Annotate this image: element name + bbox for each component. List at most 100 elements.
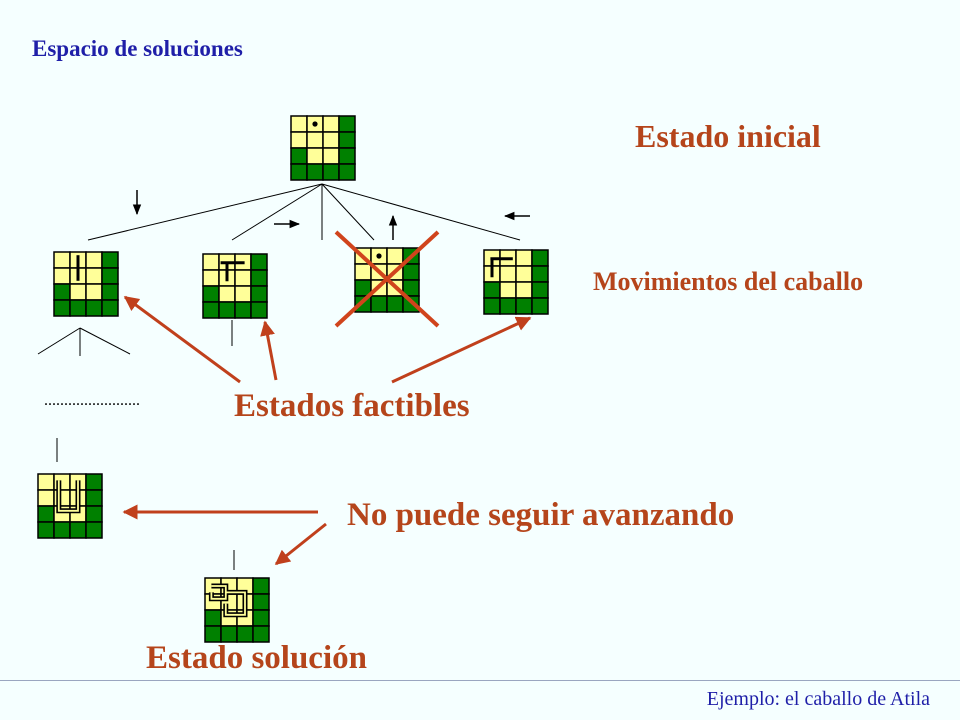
board-cell [322,163,340,181]
board-cell [101,251,119,269]
board-initial [290,115,356,181]
board-cell [499,297,517,315]
board-cell [202,301,220,319]
board-cell [386,295,404,313]
board-cell [85,283,103,301]
board-cell [85,251,103,269]
board-cell [515,297,533,315]
board-cell [531,265,549,283]
board-cell [53,283,71,301]
board-cell [290,163,308,181]
label-knight-moves: Movimientos del caballo [593,267,864,296]
board-solution [204,577,270,643]
feasible-arrow-1 [123,295,241,384]
board-cell [85,489,103,507]
board-cell [250,285,268,303]
board-cell [306,147,324,165]
board-cell [202,285,220,303]
board-cell [85,267,103,285]
board-move-right [202,253,268,319]
board-cell [234,269,252,287]
board-cell [531,249,549,267]
board-move-down [53,251,119,317]
board-cell [290,115,308,133]
board-cell [69,299,87,317]
knight-path [57,480,79,512]
board-cell [338,147,356,165]
board-cell [322,131,340,149]
label-solution-state: Estado solución [146,640,367,676]
slide-title: Espacio de soluciones [32,36,243,61]
board-move-left [483,249,549,315]
board-cell [483,281,501,299]
label-feasible-states: Estados factibles [234,388,470,424]
board-cell [101,299,119,317]
board-cell [402,263,420,281]
knight-path [490,257,513,278]
stuck-arrow-2 [274,522,327,566]
board-cell [53,521,71,539]
board-cell [37,505,55,523]
invalid-cross [334,230,440,328]
tree-edges [37,183,521,570]
board-cell [85,473,103,491]
position-dot [312,121,318,127]
footer-divider [0,680,960,681]
subedge-left [37,327,81,355]
board-cell [252,593,270,611]
board-cell [101,267,119,285]
board-cell [202,269,220,287]
board-cell [85,505,103,523]
feasible-arrow-3 [391,316,532,384]
board-cell [69,521,87,539]
board-cell [218,301,236,319]
edge-to-right [231,183,323,241]
edge-to-left [321,183,521,241]
board-cell [338,163,356,181]
position-dot [376,253,382,259]
board-cell [69,283,87,301]
board-cell [85,521,103,539]
board-cell [322,115,340,133]
edge-to-down [87,183,323,241]
board-cell [250,253,268,271]
feasible-arrow-2 [260,320,278,381]
board-cell [290,147,308,165]
board-cell [234,301,252,319]
board-cell [252,609,270,627]
board-cell [202,253,220,271]
annotation-arrows [122,295,532,566]
board-cell [85,299,103,317]
board-cell [101,283,119,301]
board-cell [252,577,270,595]
move-arrows [132,190,530,240]
board-cell [499,281,517,299]
board-cell [290,131,308,149]
board-cell [515,265,533,283]
boards [37,115,549,643]
board-cell [306,163,324,181]
board-cell [338,131,356,149]
board-cell [53,267,71,285]
board-cell [370,295,388,313]
board-cell [53,299,71,317]
board-cell [306,131,324,149]
board-cell [250,301,268,319]
knight-path [220,261,245,282]
board-cell [531,297,549,315]
board-cell [53,251,71,269]
board-cell [531,281,549,299]
board-cell [483,297,501,315]
board-stuck [37,473,103,539]
board-cell [354,263,372,281]
board-cell [386,247,404,265]
board-cell [515,281,533,299]
cross-stroke-2 [334,230,440,328]
board-cell [37,473,55,491]
board-cell [234,285,252,303]
edge-to-up [321,183,375,241]
label-initial-state: Estado inicial [635,118,821,154]
board-cell [322,147,340,165]
board-cell [37,489,55,507]
